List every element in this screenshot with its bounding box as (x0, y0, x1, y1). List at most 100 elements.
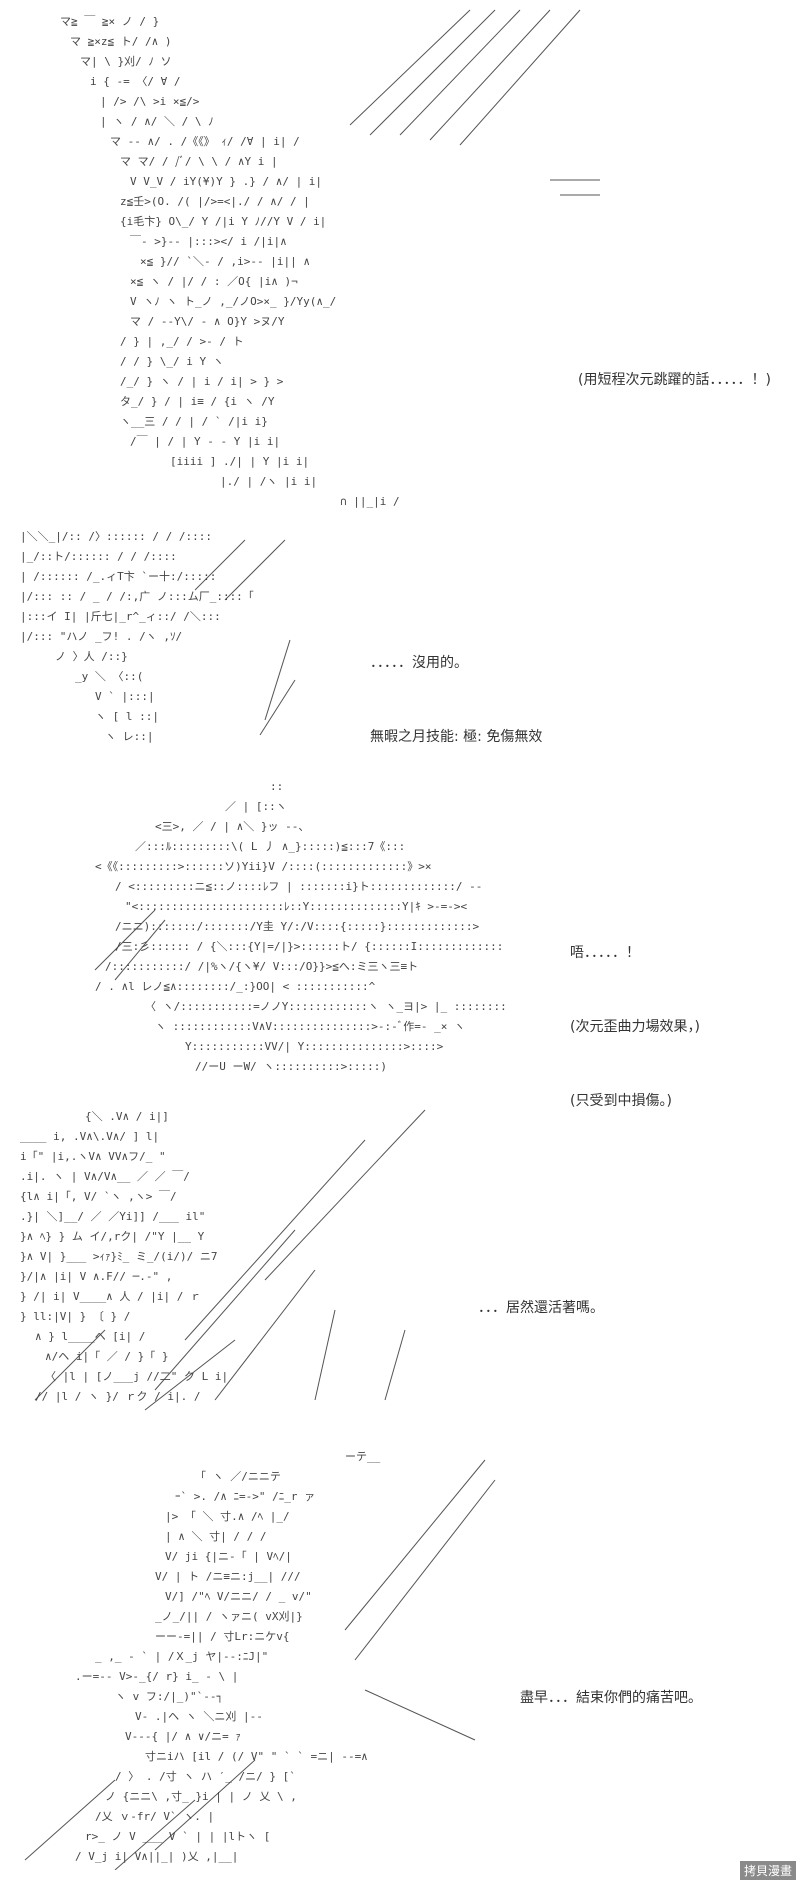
svg-text:/三:彡:::::: / {＼:::{Y|=/|}>::: /三:彡:::::: / {＼:::{Y|=/|}>::::::ト/ {::::… (115, 940, 505, 953)
dialogue-caption: (用短程次元跳躍的話．．．．．！) (578, 325, 771, 435)
svg-text:/ / } \_/ i Y ヽ: / / } \_/ i Y ヽ (120, 355, 224, 368)
svg-text:／:::ﾙ:::::::::\( L 丿 ∧_}:::::: ／:::ﾙ:::::::::\( L 丿 ∧_}:::::)≦:::7《::: (135, 840, 405, 853)
svg-text:/ V_j i| V∧||_| )乂 ,|_: / V_j i| V∧||_| )乂 ,|__| (75, 1850, 238, 1863)
svg-text:V/ ji {|ニ-「 | Vﾍ/|: V/ ji {|ニ-「 | Vﾍ/| (165, 1550, 292, 1563)
ascii-art-emerging-figure: {＼ .V∧ / i|] ____ i, .V∧\.V∧/ ] l| i「" |… (20, 1109, 426, 1411)
svg-text:V ` |:::|: V ` |:::| (95, 690, 155, 703)
svg-text:〈 |l | [ノ___j //二" ク L i|: 〈 |l | [ノ___j //二" ク L i| (45, 1370, 228, 1383)
ascii-art-impact-burst: :: ／ | [::ヽ <三>, ／ / | ∧＼ }ッ --、 ／:::ﾙ::… (94, 780, 505, 1073)
svg-text:∩ ||_|i /: ∩ ||_|i / (340, 495, 400, 508)
svg-text:/乂 ｖ-fr/ V` ヽ. |: /乂 ｖ-fr/ V` ヽ. | (95, 1810, 214, 1823)
svg-text:_ ,_ - ` | /Ｘ_j ヤ|--:ﾆJ|": _ ,_ - ` | /Ｘ_j ヤ|--:ﾆJ|" (95, 1650, 268, 1663)
svg-text:/￣ | / | Y - - Y |: /￣ | / | Y - - Y |i i| (130, 434, 280, 448)
caption-line: 無暇之月技能: 極: 免傷無效 (370, 729, 543, 745)
svg-text:{i毛卞} O\_/ Y /|i Y ﾉ//Y V /: {i毛卞} O\_/ Y /|i Y ﾉ//Y V / i| (120, 214, 326, 228)
panel-3: :: ／ | [::ヽ <三>, ／ / | ∧＼ }ッ --、 ／:::ﾙ::… (0, 770, 800, 1109)
svg-text:.ー=-- V>-_{/ r} i_ - \ |: .ー=-- V>-_{/ r} i_ - \ | (75, 1670, 238, 1683)
svg-text:Y:::::::::::VV/| Y::::::::::::: Y:::::::::::VV/| Y:::::::::::::::>::::> (185, 1040, 444, 1053)
svg-text:_ノ_/|| / ヽァニ( vX刈|}: _ノ_/|| / ヽァニ( vX刈|} (155, 1610, 303, 1623)
svg-text:{＼ .V∧ / i|]: {＼ .V∧ / i|] (85, 1110, 169, 1123)
dialogue-caption: 唔．．．．．！ (次元歪曲力場效果，) (只受到中損傷。) (570, 898, 700, 1156)
svg-text:<三>, ／ / | ∧＼ }ッ --、: <三>, ／ / | ∧＼ }ッ --、 (155, 820, 309, 833)
svg-text:マ マ/ / /ﾞ/ \ \ / ∧Y i |: マ マ/ / /ﾞ/ \ \ / ∧Y i | (120, 155, 278, 168)
svg-text:_y ＼ 〈::(: _y ＼ 〈::( (75, 670, 143, 683)
svg-text:ヽ__三 / / | / ` /|i i: ヽ__三 / / | / ` /|i i} (120, 415, 268, 428)
svg-text:[iiii ] ./| | Y |i: [iiii ] ./| | Y |i i| (170, 455, 309, 468)
svg-text:∧ } l____ヘ [i| /: ∧ } l____ヘ [i| / (35, 1330, 145, 1343)
svg-text:〈 ヽ/:::::::::::=ノノY::::::::::: 〈 ヽ/:::::::::::=ノノY::::::::::::ヽ ヽ_ヨ|> |… (145, 1000, 505, 1013)
svg-text:V/ | ト /ニ≡ニ:j__| ///: V/ | ト /ニ≡ニ:j__| /// (155, 1570, 301, 1583)
panel-1: マ≧ ￣ ≧× ノ / } マ ≧×z≦ ト/ /∧ ) マ| \ }刈/ ﾉ … (0, 0, 800, 510)
svg-text:ヽ レ::|: ヽ レ::| (105, 730, 154, 743)
svg-text:| /:::::: /_.ィT卞 `ー十:/::::: | /:::::: /_.ィT卞 `ー十:/::::: (20, 569, 216, 583)
svg-text:// |l / ヽ }/ ｒク / i|. /: // |l / ヽ }/ ｒク / i|. / (35, 1390, 200, 1403)
caption-line: (只受到中損傷。) (570, 1093, 672, 1109)
svg-text:|./ | /ヽ |i i|: |./ | /ヽ |i i| (220, 475, 317, 488)
svg-text:V ヽﾉ ヽ ト_ノ ,_/ノO>×_ }/Yy(∧_: V ヽﾉ ヽ ト_ノ ,_/ノO>×_ }/Yy(∧_/ (130, 295, 336, 308)
svg-text:}∧ ﾍ} } ム イ/,rク| /"Y |__: }∧ ﾍ} } ム イ/,rク| /"Y |__ Y (20, 1230, 205, 1243)
panel-5: ーテ__ 「 ヽ ／/ニニテ ｰ` >. /∧ ﾆ=->" /ﾆ_r ァ |> … (0, 1440, 800, 1884)
watermark-label: 拷貝漫畫 (739, 1861, 796, 1880)
svg-text:/:::::::::::/ /|%ヽ/{ヽ¥/ V::: /:::::::::::/ /|%ヽ/{ヽ¥/ V:::/O}}>≦へ:ミ三ヽ三… (105, 960, 418, 973)
svg-text:マ| \ }刈/ ﾉ ソ: マ| \ }刈/ ﾉ ソ (80, 55, 171, 68)
svg-text:∧/ヘ i|「 ／ / }「 }: ∧/ヘ i|「 ／ / }「 } (45, 1350, 168, 1363)
svg-text:×≦ }// `＼- / ,i>-- |i|| ∧: ×≦ }// `＼- / ,i>-- |i|| ∧ (140, 255, 310, 268)
svg-text:￣- >}-- |:::></ i /|i|∧: ￣- >}-- |:::></ i /|i|∧ (130, 234, 287, 248)
svg-text:V---{ |/ ∧ ∨/ニ= ｧ: V---{ |/ ∧ ∨/ニ= ｧ (125, 1730, 241, 1743)
svg-text:×≦ ヽ / |/ / : ／O{ |i∧ )¬: ×≦ ヽ / |/ / : ／O{ |i∧ )¬ (130, 275, 298, 288)
svg-text:/_/ } ヽ / | i / i| >: /_/ } ヽ / | i / i| > } > (120, 375, 284, 388)
caption-line: (次元歪曲力場效果，) (570, 1019, 700, 1035)
svg-text:/ニニ):::::::/:::::::/Y圭 Y/:/V::: /ニニ):::::::/:::::::/Y圭 Y/:/V::::{:::::}:… (115, 920, 480, 933)
svg-text:} ll:|V| } 〔 } /: } ll:|V| } 〔 } / (20, 1310, 130, 1323)
svg-text:<《《:::::::::>::::::ソ)Yii}V /:: <《《:::::::::>::::::ソ)Yii}V /::::(:::::::… (95, 860, 432, 873)
panel-2: |＼＼_|/:: /〉:::::: / / /:::: |_/::ト/:::::… (0, 520, 800, 765)
svg-text:.i|. ヽ | V∧/V∧__ ／ ／ ￣/: .i|. ヽ | V∧/V∧__ ／ ／ ￣/ (20, 1169, 190, 1183)
dialogue-caption: ．．．居然還活著嗎。 (478, 1253, 604, 1363)
svg-text:.}| ＼]__/ ／ ／Yi]] /___ il": .}| ＼]__/ ／ ／Yi]] /___ il" (20, 1210, 205, 1223)
svg-text:ノ 〉人 /::}: ノ 〉人 /::} (55, 650, 128, 663)
svg-text:ヽ v フ:/|_)"`--┐: ヽ v フ:/|_)"`--┐ (115, 1690, 223, 1703)
caption-line: ．．．居然還活著嗎。 (478, 1300, 604, 1316)
svg-text:タ_/ } / | i≡ / {i ヽ: タ_/ } / | i≡ / {i ヽ /Y (120, 395, 275, 408)
caption-line: (用短程次元跳躍的話．．．．．！) (578, 372, 771, 388)
svg-text:／ | [::ヽ: ／ | [::ヽ (225, 800, 287, 813)
svg-text:V- .|ヘ ヽ ＼ニ刈 |--: V- .|ヘ ヽ ＼ニ刈 |-- (135, 1710, 263, 1723)
svg-text:マ ≧×z≦ ト/ /∧ ): マ ≧×z≦ ト/ /∧ ) (70, 35, 171, 48)
svg-text:}∧ V| }___ >ｨｧ}ﾐ_ ミ_/(i/)/ ニ7: }∧ V| }___ >ｨｧ}ﾐ_ ミ_/(i/)/ ニ7 (20, 1250, 217, 1263)
svg-text:r>_ ノ V ___ V ` | | |lトヽ: r>_ ノ V ___ V ` | | |lトヽ [ (85, 1830, 270, 1843)
svg-text:i「" |i,.ヽV∧ VV∧フ/_ ": i「" |i,.ヽV∧ VV∧フ/_ " (20, 1150, 166, 1163)
svg-text:マ / --Y\/ - ∧ O}Y >ヌ/Y: マ / --Y\/ - ∧ O}Y >ヌ/Y (130, 315, 285, 328)
caption-line: ．．．．．沒用的。 (370, 655, 468, 671)
svg-text:"<::::::::::::::::::::::ﾚ::Y::: "<::::::::::::::::::::::ﾚ::Y::::::::::::… (125, 900, 468, 913)
svg-text:マ≧ ￣ ≧× ノ / }: マ≧ ￣ ≧× ノ / } (60, 14, 159, 28)
svg-text:| ∧ ＼ 寸| / / /: | ∧ ＼ 寸| / / / (165, 1529, 266, 1543)
svg-text:z≦壬>(O. /( |/>=<|./ / ∧/ /: z≦壬>(O. /( |/>=<|./ / ∧/ / | (120, 195, 310, 208)
svg-text:V V_V / iY(¥)Y } .} / ∧/: V V_V / iY(¥)Y } .} / ∧/ | i| (130, 175, 322, 188)
svg-text:} /| i| V____∧ 人 / |i| / ｒ: } /| i| V____∧ 人 / |i| / ｒ (20, 1290, 201, 1303)
svg-text:/ 〉 . /寸 ヽ ハ ′_ /ニ/: / 〉 . /寸 ヽ ハ ′_ /ニ/ } [` (115, 1769, 296, 1783)
svg-text:____ i, .V∧\.V∧/ ] l|: ____ i, .V∧\.V∧/ ] l| (20, 1130, 159, 1143)
svg-text:|:::イ I| |斤七|_r^_ィ::/ /＼:::: |:::イ I| |斤七|_r^_ィ::/ /＼::: (20, 610, 221, 623)
dialogue-caption: 盡早．．．結束你們的痛苦吧。 (520, 1643, 702, 1753)
svg-text:ｰ` >. /∧ ﾆ=->" /ﾆ_r ァ: ｰ` >. /∧ ﾆ=->" /ﾆ_r ァ (175, 1490, 315, 1503)
svg-text:マ -- ∧/ . /《《》 ｨ/ /∀ | i|: マ -- ∧/ . /《《》 ｨ/ /∀ | i| / (110, 135, 300, 148)
ascii-art-mecha-dash: マ≧ ￣ ≧× ノ / } マ ≧×z≦ ト/ /∧ ) マ| \ }刈/ ﾉ … (60, 9, 600, 508)
svg-text:ーテ__: ーテ__ (345, 1450, 381, 1463)
svg-text:ノ {ニニ\ ,寸_ }i | | ノ 乂: ノ {ニニ\ ,寸_ }i | | ノ 乂 \ , (105, 1789, 297, 1803)
panel-4: {＼ .V∧ / i|] ____ i, .V∧\.V∧/ ] l| i「" |… (0, 1100, 800, 1430)
caption-line: 唔．．．．．！ (570, 945, 640, 961)
svg-text:i { -= 〈/ ∀ /: i { -= 〈/ ∀ / (90, 75, 180, 88)
svg-text:「 ヽ ／/ニニテ: 「 ヽ ／/ニニテ (195, 1470, 281, 1483)
svg-text:}/|∧ |i| V ∧.F// ─.-" ,: }/|∧ |i| V ∧.F// ─.-" , (20, 1270, 172, 1283)
ascii-art-final-strike: ーテ__ 「 ヽ ／/ニニテ ｰ` >. /∧ ﾆ=->" /ﾆ_r ァ |> … (24, 1450, 496, 1870)
svg-text:寸ニiハ [il / (/ V" " ` ` =ニ| --: 寸ニiハ [il / (/ V" " ` ` =ニ| --=∧ (145, 1749, 368, 1763)
svg-text:/ <:::::::::ニ≦::ノ::::ﾚフ | :::: / <:::::::::ニ≦::ノ::::ﾚフ | :::::::i}ト::::… (115, 880, 482, 893)
svg-text:V/] /"ﾍ V/ニニ/ / _ v/": V/] /"ﾍ V/ニニ/ / _ v/" (165, 1590, 312, 1603)
svg-text:|/::: :: / _ / /:,广 ノ:::ム厂_: |/::: :: / _ / /:,广 ノ:::ム厂_::::「 (20, 590, 254, 603)
svg-text:ーー-=|| / 寸Lr:ニケv{: ーー-=|| / 寸Lr:ニケv{ (155, 1629, 289, 1643)
svg-text:|＼＼_|/:: /〉:::::: / / /::::: |＼＼_|/:: /〉:::::: / / /:::: (20, 530, 212, 543)
svg-text:{l∧ i|「, V/ `ヽ ,ヽ> ￣/: {l∧ i|「, V/ `ヽ ,ヽ> ￣/ (20, 1189, 177, 1203)
svg-text:|/::: "ハノ _フ! . /ヽ ,ｿ/: |/::: "ハノ _フ! . /ヽ ,ｿ/ (20, 630, 182, 643)
svg-text:/ . ∧l レノ≦∧::::::::/_:}OO|: / . ∧l レノ≦∧::::::::/_:}OO| < :::::::::::… (95, 980, 376, 993)
svg-text:ヽ ::::::::::::V∧V:::::::::::: ヽ ::::::::::::V∧V:::::::::::::::>-:-ﾞ作=-… (155, 1020, 465, 1033)
